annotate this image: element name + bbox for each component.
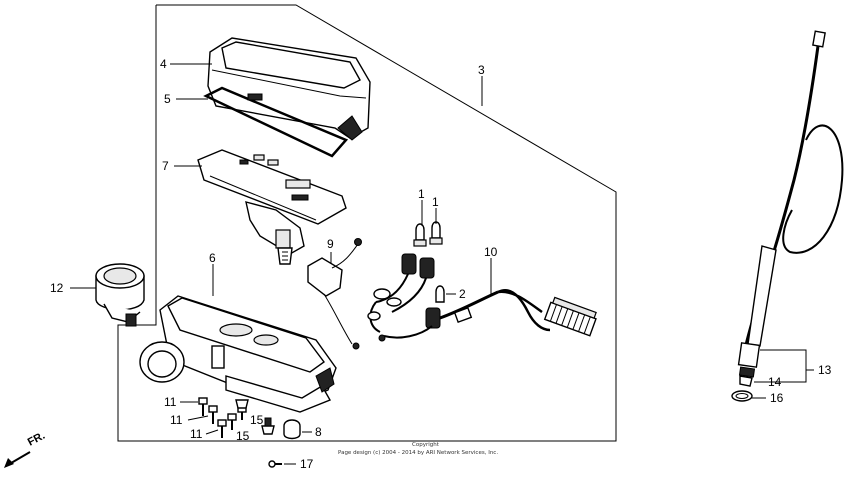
wire-harness[interactable] xyxy=(367,253,598,342)
callout-3: 3 xyxy=(478,63,485,77)
callout-8: 8 xyxy=(315,425,322,439)
callout-7: 7 xyxy=(162,159,169,173)
callout-9: 9 xyxy=(327,237,334,251)
direction-label: FR. xyxy=(26,430,47,449)
dust-seal-14[interactable] xyxy=(739,375,753,387)
bulb-1a[interactable] xyxy=(413,223,427,247)
leader-lines xyxy=(70,63,814,465)
grommet-15b[interactable] xyxy=(261,417,275,435)
callout-6: 6 xyxy=(209,251,216,265)
meter-gasket[interactable] xyxy=(203,86,349,158)
grommet-15a[interactable] xyxy=(235,399,249,409)
switch-12[interactable] xyxy=(95,263,145,327)
callout-15b: 15 xyxy=(236,429,250,443)
grommet-8[interactable] xyxy=(283,419,301,440)
bulb-1b[interactable] xyxy=(429,221,443,245)
callout-14: 14 xyxy=(768,375,782,389)
callout-1b: 1 xyxy=(432,195,439,209)
meter-body[interactable] xyxy=(245,201,305,265)
callout-5: 5 xyxy=(164,92,171,106)
callout-15a: 15 xyxy=(250,413,264,427)
copyright-text: Page design (c) 2004 - 2014 by ARI Netwo… xyxy=(338,450,498,456)
screw-11a[interactable] xyxy=(198,397,208,416)
callout-17: 17 xyxy=(300,457,314,471)
screw-11b[interactable] xyxy=(208,405,218,424)
screw-11c[interactable] xyxy=(217,419,227,438)
watermark-text: Copyright xyxy=(412,442,440,448)
indicator-unit[interactable] xyxy=(307,238,362,350)
callout-10: 10 xyxy=(484,245,498,259)
bulb-2[interactable] xyxy=(435,285,445,303)
screw-17[interactable] xyxy=(268,460,282,468)
callout-11c: 11 xyxy=(190,427,203,441)
callout-11a: 11 xyxy=(164,395,177,409)
screw-set-mid[interactable] xyxy=(227,405,247,430)
callout-13: 13 xyxy=(818,363,832,377)
meter-case[interactable] xyxy=(139,295,337,413)
speedometer-cable[interactable] xyxy=(737,30,844,378)
meter-cover[interactable] xyxy=(207,37,371,141)
front-direction-arrow: FR. xyxy=(4,430,47,468)
meter-panel[interactable] xyxy=(197,149,347,225)
callout-16: 16 xyxy=(770,391,784,405)
assembly-boundary xyxy=(117,4,617,442)
o-ring-16[interactable] xyxy=(731,390,753,402)
callout-11b: 11 xyxy=(170,413,183,427)
callout-1a: 1 xyxy=(418,187,425,201)
callout-4: 4 xyxy=(160,57,167,71)
callout-2: 2 xyxy=(459,287,466,301)
callout-12: 12 xyxy=(50,281,64,295)
